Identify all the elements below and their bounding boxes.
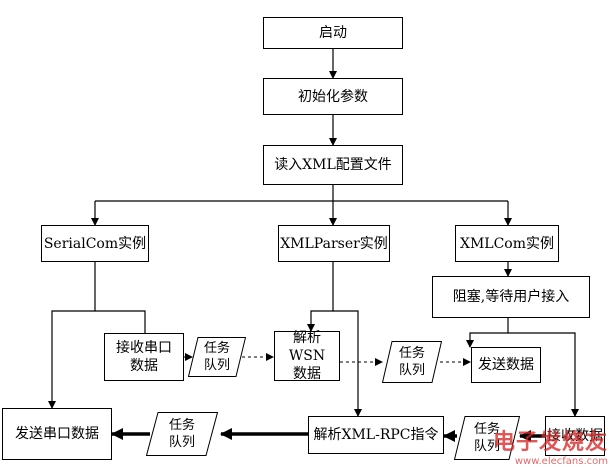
xmlparser-fanout	[307, 262, 334, 332]
task-queue-4-label: 任务 队列	[473, 422, 500, 454]
xmlparser-box: XMLParser实例	[278, 225, 390, 262]
start-label: 启动	[319, 25, 347, 41]
task-queue-1: 任务 队列	[188, 337, 246, 377]
recv-serial-label: 接收串口 数据	[116, 340, 172, 374]
parse-rpc-label: 解析XML-RPC指令	[313, 427, 439, 443]
recv-serial-box: 接收串口 数据	[104, 333, 184, 381]
parse-rpc-box: 解析XML-RPC指令	[308, 416, 444, 454]
xmlcom-box: XMLCom实例	[455, 225, 559, 262]
send-serial-label: 发送串口数据	[15, 426, 99, 442]
serialcom-label: SerialCom实例	[43, 235, 147, 252]
parse-wsn-box: 解析WSN 数据	[274, 330, 340, 382]
parallelogram-shape	[382, 341, 442, 383]
task-queue-4: 任务 队列	[454, 416, 520, 460]
recv-data-box: 接收数据	[545, 416, 605, 456]
read-config-label: 读入XML配置文件	[274, 157, 392, 173]
arrow-wait-to-send-data	[466, 332, 508, 348]
parallelogram-shape	[146, 412, 218, 456]
parallelogram-shape	[188, 337, 246, 377]
serialcom-box: SerialCom实例	[41, 225, 149, 262]
send-serial-box: 发送串口数据	[2, 408, 112, 460]
parse-wsn-label: 解析WSN 数据	[288, 330, 326, 382]
task-queue-3-label: 任务 队列	[168, 418, 195, 450]
wait-user-label: 阻塞,等待用户接入	[452, 289, 570, 305]
task-queue-2: 任务 队列	[382, 341, 442, 383]
arrow-xmlparser-to-rpc	[333, 310, 362, 417]
read-config-box: 读入XML配置文件	[263, 145, 403, 185]
wait-user-box: 阻塞,等待用户接入	[432, 276, 590, 318]
serialcom-fanout	[94, 262, 146, 333]
recv-data-label: 接收数据	[547, 428, 603, 444]
task-queue-1-label: 任务 队列	[203, 341, 230, 373]
parallelogram-shape	[454, 416, 520, 460]
send-data-label: 发送数据	[478, 357, 534, 373]
send-data-box: 发送数据	[471, 347, 541, 383]
task-queue-3: 任务 队列	[146, 412, 218, 456]
xmlcom-label: XMLCom实例	[459, 235, 554, 252]
arrow-serialcom-to-send-serial	[48, 310, 95, 409]
init-params-box: 初始化参数	[263, 78, 403, 115]
start-box: 启动	[263, 17, 403, 49]
task-queue-2-label: 任务 队列	[398, 346, 425, 378]
init-params-label: 初始化参数	[298, 88, 368, 105]
wait-fanout	[507, 318, 579, 417]
xmlparser-label: XMLParser实例	[280, 235, 388, 252]
